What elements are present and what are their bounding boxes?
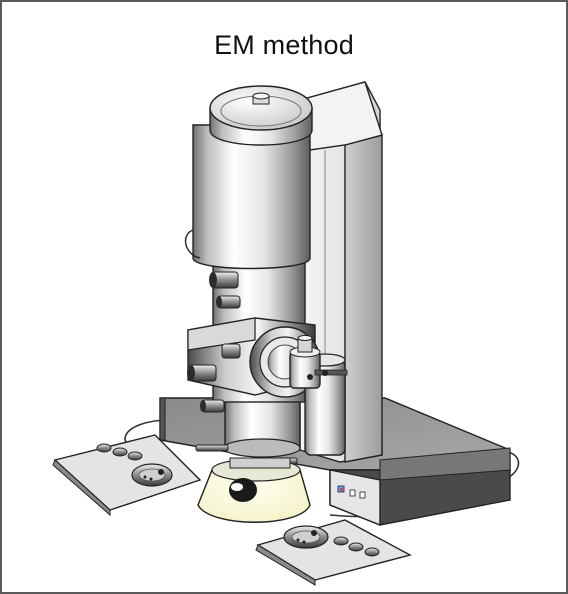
- electron-gun-lid: [209, 85, 313, 131]
- figure-title: EM method: [214, 30, 354, 60]
- microscope-column: [184, 85, 348, 465]
- adjustment-knobs: [187, 271, 241, 413]
- left-control-panel: [52, 434, 202, 517]
- side-port: [289, 335, 348, 456]
- right-control-panel: [255, 519, 412, 586]
- viewing-screen-chamber: [197, 457, 311, 523]
